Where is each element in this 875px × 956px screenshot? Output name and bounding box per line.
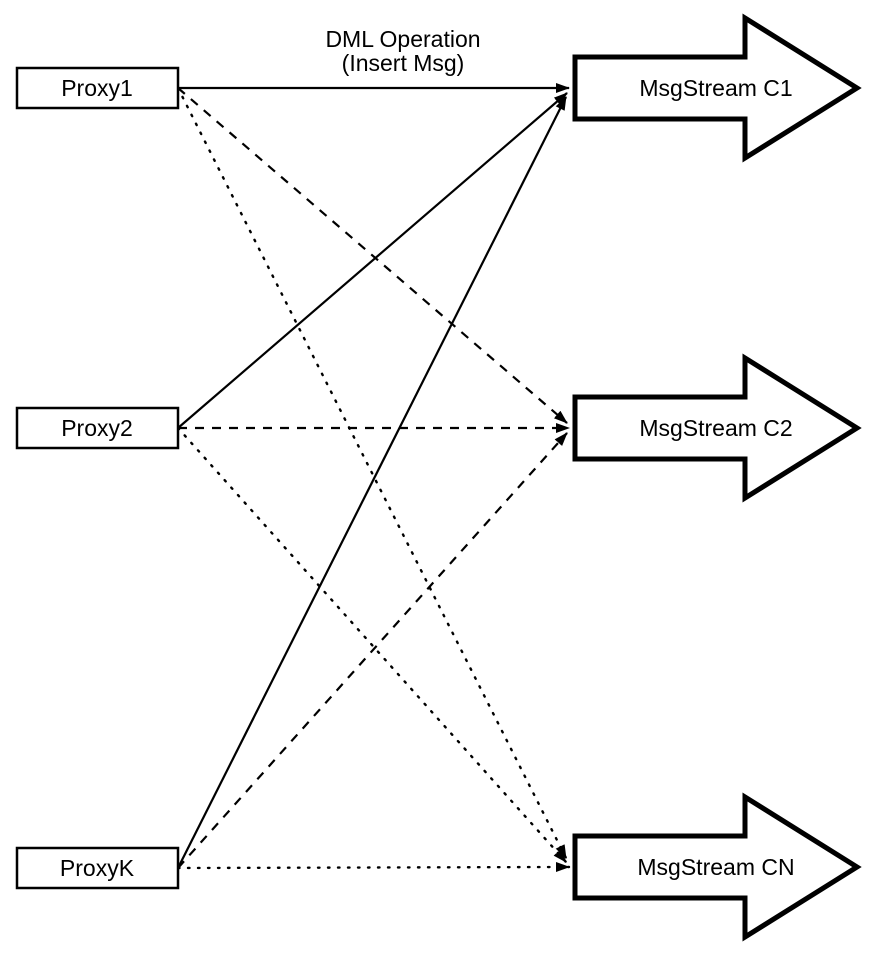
proxy2-label: Proxy2 [61,415,133,441]
edge-proxy1-to-cn [176,86,568,860]
edge-proxyk-to-cn [176,862,571,873]
edge-proxy2-to-cn [176,426,568,864]
msgstream-c1-arrow [572,13,862,163]
stream-node-c2: MsgStream C2 [572,353,862,503]
msgstream-c2-label: MsgStream C2 [639,415,792,441]
proxy-node-proxy1: Proxy1 [15,66,180,110]
stream-node-cn: MsgStream CN [572,792,862,942]
proxyk-label: ProxyK [60,855,135,881]
edge-proxy2-to-c1 [177,92,568,429]
proxy-node-proxy2: Proxy2 [15,406,180,450]
proxy1-label: Proxy1 [61,75,133,101]
msgstream-cn-arrow [572,792,862,942]
msgstream-c2-arrow [572,353,862,503]
edge-proxyk-to-c1 [177,96,567,869]
msgstream-c1-label: MsgStream C1 [639,75,792,101]
title-line-1: DML Operation [325,26,480,52]
stream-node-c1: MsgStream C1 [572,13,862,163]
proxyk-box [15,846,180,890]
edges [176,83,571,873]
title-line-2: (Insert Msg) [342,50,465,76]
proxy2-box [15,406,180,450]
proxy-node-proxyk: ProxyK [15,846,180,890]
edge-proxyk-to-c2 [177,432,568,869]
proxy1-box [15,66,180,110]
diagram-title: DML Operation (Insert Msg) [325,26,480,76]
msgstream-cn-label: MsgStream CN [637,854,794,880]
edge-proxy1-to-c2 [177,87,568,424]
